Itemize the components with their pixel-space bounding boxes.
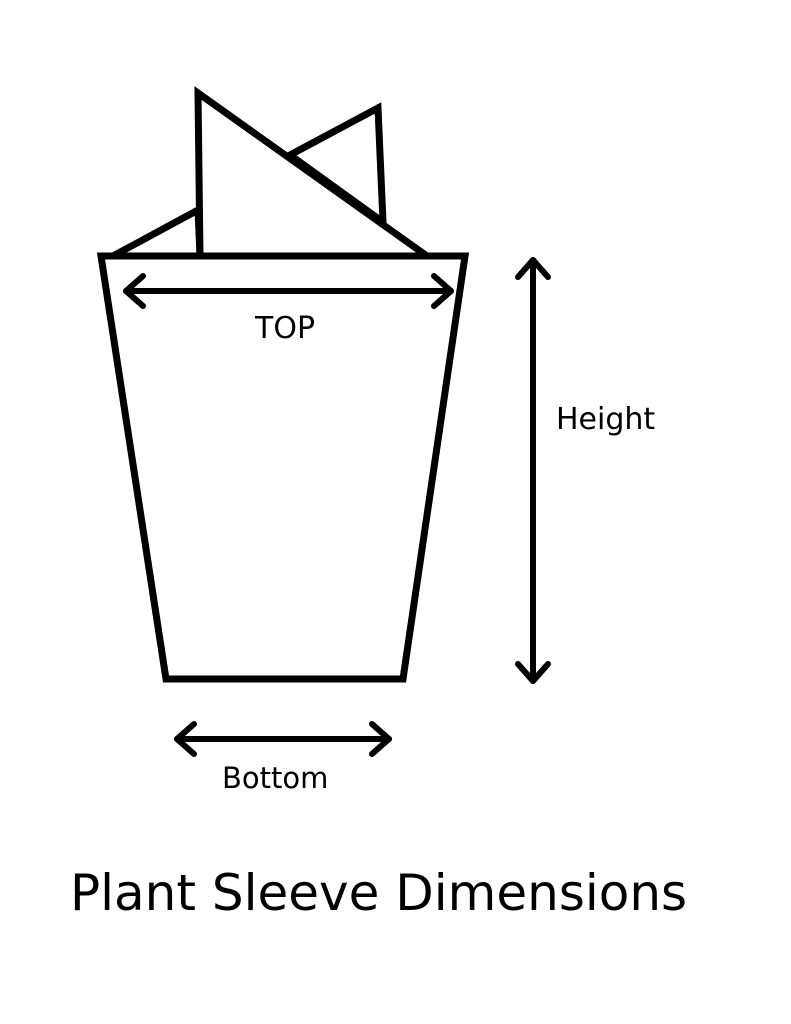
left-paper-flap xyxy=(111,204,204,260)
top-dimension-label: TOP xyxy=(255,311,316,346)
height-arrow xyxy=(515,257,551,684)
bottom-dimension-label: Bottom xyxy=(222,761,329,795)
diagram-title: Plant Sleeve Dimensions xyxy=(70,864,688,922)
sleeve-body xyxy=(96,252,470,683)
front-paper-flap xyxy=(194,86,438,260)
top-width-arrow xyxy=(123,273,454,309)
height-dimension-label: Height xyxy=(556,402,656,437)
bottom-width-arrow xyxy=(174,721,392,757)
